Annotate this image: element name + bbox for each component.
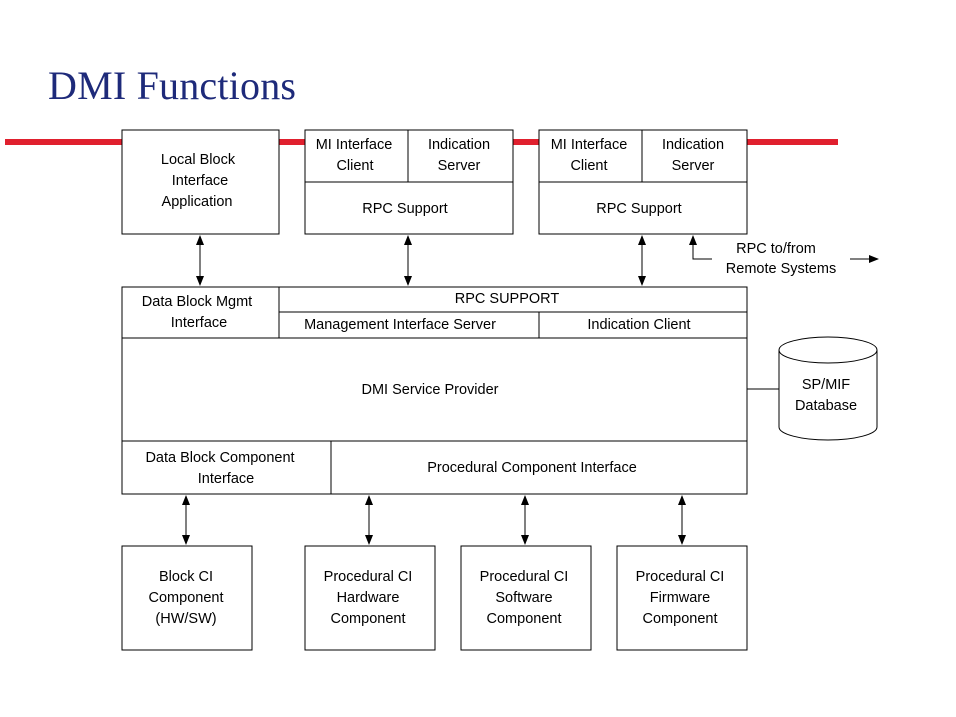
data-block-component-line-1: Data Block Component: [145, 450, 294, 466]
local-block-box: [121, 129, 280, 235]
indication-server-1-line-1: Indication: [428, 137, 490, 153]
data-block-mgmt-line-1: Data Block Mgmt: [142, 294, 252, 310]
remote-label-2: Remote Systems: [726, 261, 836, 277]
mi-client-1-line-2: Client: [336, 158, 373, 174]
database-label-1: SP/MIF: [802, 377, 850, 393]
firmware-line-1: Procedural CI: [636, 569, 725, 585]
service-provider-block: [121, 286, 748, 495]
hardware-line-3: Component: [331, 611, 406, 627]
rpc-support-2-label: RPC Support: [596, 201, 681, 217]
block-ci-line-1: Block CI: [159, 569, 213, 585]
hardware-line-1: Procedural CI: [324, 569, 413, 585]
firmware-box: [616, 545, 748, 651]
local-block-label-2: Interface: [172, 173, 228, 189]
data-block-component-line-2: Interface: [198, 471, 254, 487]
software-line-2: Software: [495, 590, 552, 606]
indication-server-2-line-2: Server: [672, 158, 715, 174]
mi-client-1-line-1: MI Interface: [316, 137, 393, 153]
remote-connector: [692, 236, 712, 260]
procedural-component-interface: Procedural Component Interface: [427, 460, 637, 476]
mi-client-2-line-2: Client: [570, 158, 607, 174]
mgmt-interface-server: Management Interface Server: [304, 317, 496, 333]
indication-server-1-line-2: Server: [438, 158, 481, 174]
block-ci-line-3: (HW/SW): [155, 611, 216, 627]
hardware-box: [304, 545, 436, 651]
software-line-3: Component: [487, 611, 562, 627]
hardware-line-2: Hardware: [337, 590, 400, 606]
block-ci-line-2: Component: [149, 590, 224, 606]
database-cylinder: [778, 336, 878, 441]
remote-label-1: RPC to/from: [736, 241, 816, 257]
software-box: [460, 545, 592, 651]
rpc-support-1-label: RPC Support: [362, 201, 447, 217]
mi-client-2-line-1: MI Interface: [551, 137, 628, 153]
indication-server-2-line-1: Indication: [662, 137, 724, 153]
firmware-line-3: Component: [643, 611, 718, 627]
indication-client: Indication Client: [587, 317, 690, 333]
dmi-service-provider-label: DMI Service Provider: [362, 382, 499, 398]
firmware-line-2: Firmware: [650, 590, 710, 606]
local-block-label-1: Local Block: [161, 152, 236, 168]
local-block-label-3: Application: [162, 194, 233, 210]
data-block-mgmt-line-2: Interface: [171, 315, 227, 331]
rpc-support-caps: RPC SUPPORT: [455, 291, 560, 307]
database-label-2: Database: [795, 398, 857, 414]
page-title: DMI Functions: [48, 63, 297, 108]
software-line-1: Procedural CI: [480, 569, 569, 585]
block-ci-box: [121, 545, 253, 651]
